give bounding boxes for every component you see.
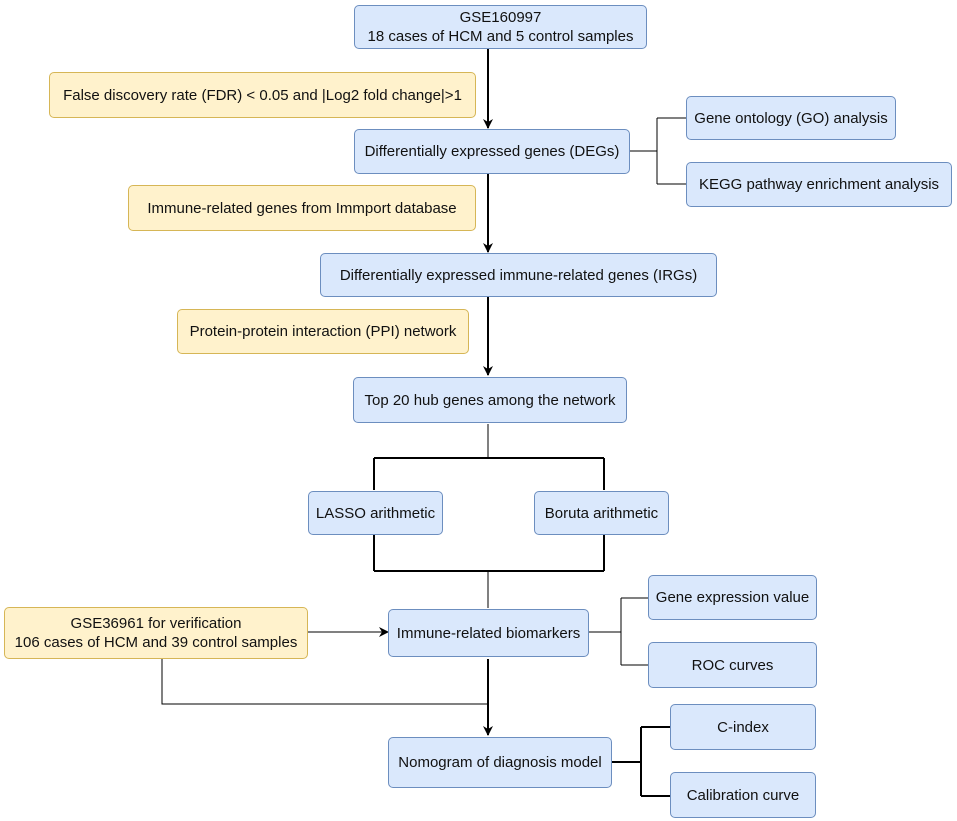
c-index-label: C-index xyxy=(717,718,769,736)
irgs-label: Differentially expressed immune-related … xyxy=(339,266,698,284)
roc-label: ROC curves xyxy=(691,656,774,674)
gse160997-node: GSE160997 18 cases of HCM and 5 control … xyxy=(354,5,647,49)
calibration-node: Calibration curve xyxy=(670,772,816,818)
go-analysis-node: Gene ontology (GO) analysis xyxy=(686,96,896,140)
lasso-label: LASSO arithmetic xyxy=(315,504,436,522)
ppi-node: Protein-protein interaction (PPI) networ… xyxy=(177,309,469,354)
kegg-analysis-label: KEGG pathway enrichment analysis xyxy=(698,176,940,193)
degs-node: Differentially expressed genes (DEGs) xyxy=(354,129,630,174)
gse36961-subtitle: 106 cases of HCM and 39 control samples xyxy=(14,634,298,651)
degs-label: Differentially expressed genes (DEGs) xyxy=(364,143,620,160)
biomarkers-label: Immune-related biomarkers xyxy=(396,624,581,642)
c-index-node: C-index xyxy=(670,704,816,750)
hub-genes-label: Top 20 hub genes among the network xyxy=(364,391,616,409)
immport-label: Immune-related genes from Immport databa… xyxy=(147,199,457,217)
kegg-analysis-node: KEGG pathway enrichment analysis xyxy=(686,162,952,207)
ppi-label: Protein-protein interaction (PPI) networ… xyxy=(189,323,457,340)
gene-expression-node: Gene expression value xyxy=(648,575,817,620)
roc-node: ROC curves xyxy=(648,642,817,688)
lasso-node: LASSO arithmetic xyxy=(308,491,443,535)
immport-node: Immune-related genes from Immport databa… xyxy=(128,185,476,231)
calibration-label: Calibration curve xyxy=(686,786,800,804)
boruta-node: Boruta arithmetic xyxy=(534,491,669,535)
edge-gse36961-to-nomogram-path xyxy=(161,659,488,705)
biomarkers-node: Immune-related biomarkers xyxy=(388,609,589,657)
gse36961-title: GSE36961 for verification xyxy=(70,615,242,632)
nomogram-label: Nomogram of diagnosis model xyxy=(398,754,602,771)
go-analysis-label: Gene ontology (GO) analysis xyxy=(694,109,888,127)
boruta-label: Boruta arithmetic xyxy=(544,504,659,522)
gse36961-node: GSE36961 for verification 106 cases of H… xyxy=(4,607,308,659)
nomogram-node: Nomogram of diagnosis model xyxy=(388,737,612,788)
hub-genes-node: Top 20 hub genes among the network xyxy=(353,377,627,423)
irgs-node: Differentially expressed immune-related … xyxy=(320,253,717,297)
gse160997-subtitle: 18 cases of HCM and 5 control samples xyxy=(367,28,634,45)
gene-expression-label: Gene expression value xyxy=(655,589,810,606)
gse160997-title: GSE160997 xyxy=(459,9,542,26)
fdr-criteria-node: False discovery rate (FDR) < 0.05 and |L… xyxy=(49,72,476,118)
fdr-criteria-label: False discovery rate (FDR) < 0.05 and |L… xyxy=(63,86,462,104)
